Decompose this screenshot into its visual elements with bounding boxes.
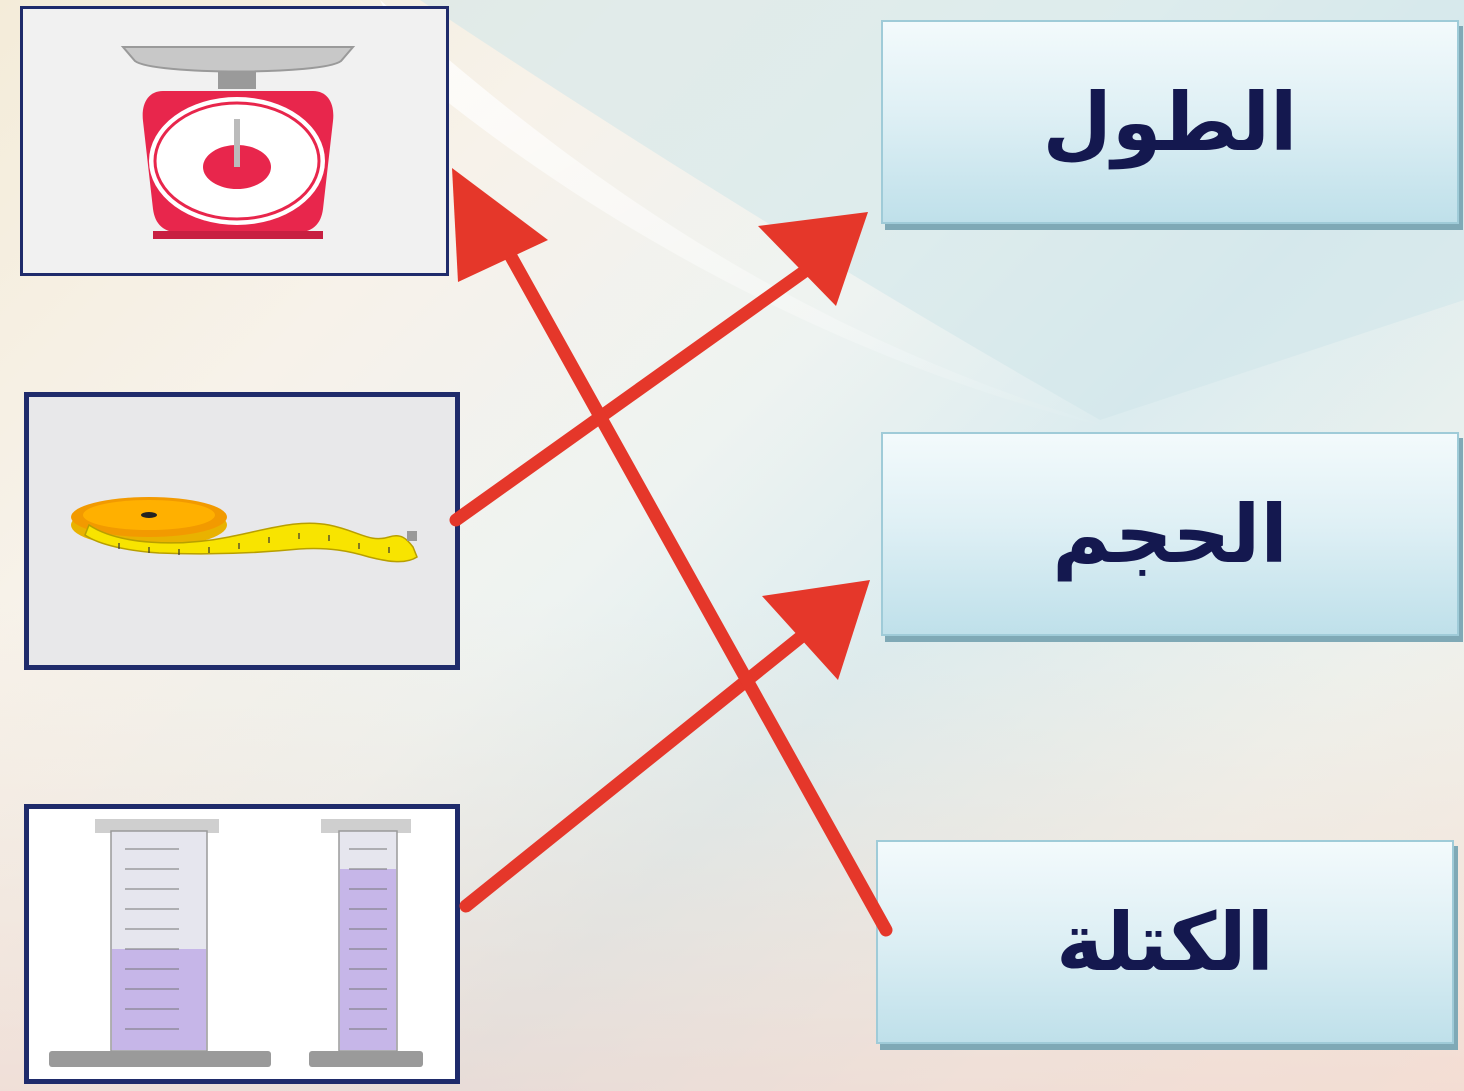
arrow-mass-to-scale [452,168,893,937]
graduated-cylinders-icon [49,819,423,1067]
label-volume[interactable]: الحجم [881,432,1459,636]
kitchen-scale-image[interactable] [20,6,449,276]
measuring-tape-icon [71,497,418,563]
label-length[interactable]: الطول [881,20,1459,224]
label-length-text: الطول [1042,75,1298,169]
label-mass[interactable]: الكتلة [876,840,1454,1044]
label-volume-text: الحجم [1052,487,1288,581]
arrow-cylinders-to-volume [459,580,870,913]
measuring-tape-image[interactable] [24,392,460,670]
label-mass-text: الكتلة [1056,895,1274,989]
graduated-cylinders-image[interactable] [24,804,460,1084]
kitchen-scale-icon [120,46,356,239]
arrow-tape-to-length [449,212,868,527]
